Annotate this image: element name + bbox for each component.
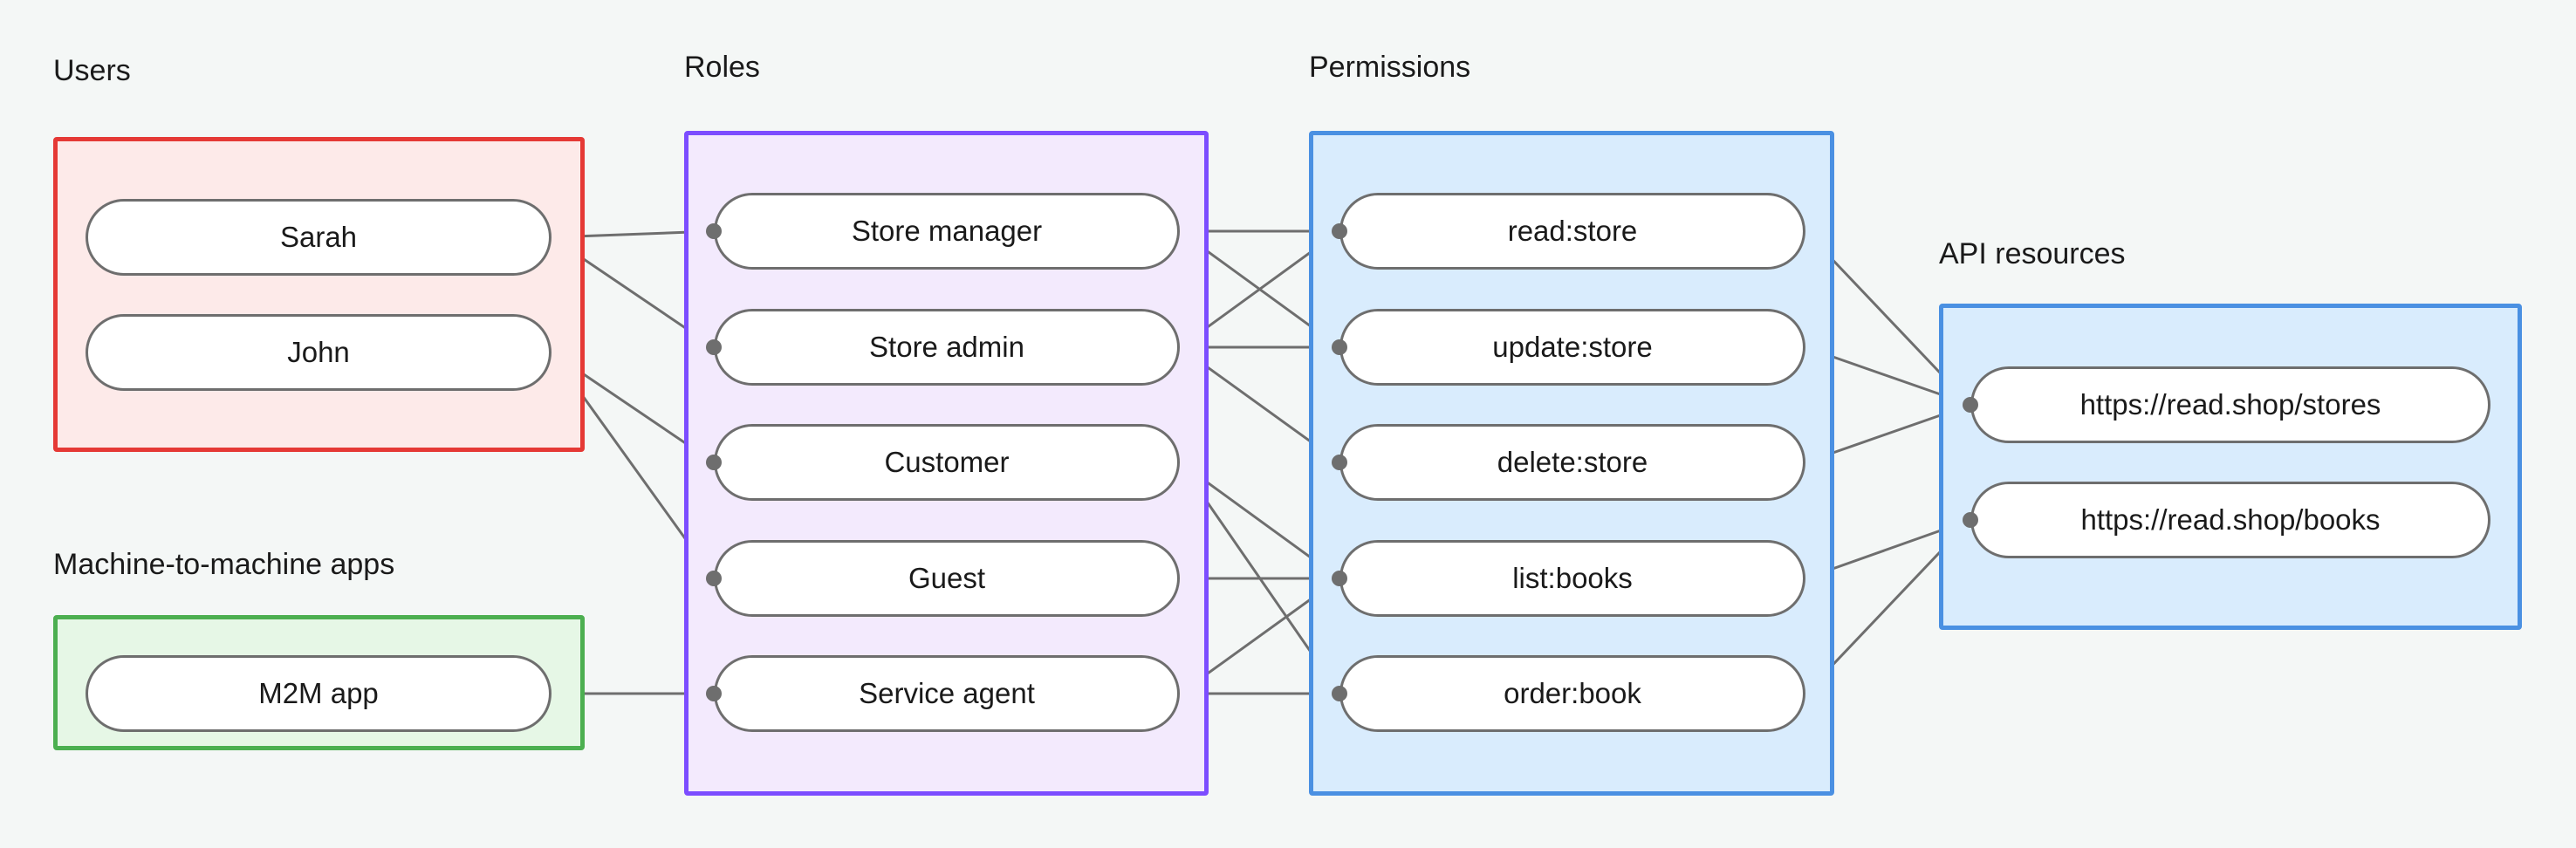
connector-dot-service-agent	[706, 686, 722, 701]
node-order-book[interactable]: order:book	[1339, 655, 1805, 732]
group-container-api-resources	[1939, 304, 2522, 630]
connector-dot-order-book	[1332, 686, 1347, 701]
group-label-api-resources: API resources	[1939, 237, 2126, 270]
connector-dot-res-books	[1963, 512, 1978, 528]
group-label-m2m: Machine-to-machine apps	[53, 548, 395, 581]
node-store-admin[interactable]: Store admin	[714, 309, 1180, 386]
connector-dot-update-store	[1332, 339, 1347, 355]
node-sarah[interactable]: Sarah	[86, 199, 552, 276]
node-service-agent[interactable]: Service agent	[714, 655, 1180, 732]
node-update-store[interactable]: update:store	[1339, 309, 1805, 386]
node-read-store[interactable]: read:store	[1339, 193, 1805, 270]
group-label-roles: Roles	[684, 51, 760, 84]
group-label-users: Users	[53, 54, 131, 87]
connector-dot-read-store	[1332, 223, 1347, 239]
connector-dot-store-manager	[706, 223, 722, 239]
node-store-manager[interactable]: Store manager	[714, 193, 1180, 270]
node-guest[interactable]: Guest	[714, 540, 1180, 617]
node-m2m-app[interactable]: M2M app	[86, 655, 552, 732]
connector-dot-guest	[706, 571, 722, 586]
node-john[interactable]: John	[86, 314, 552, 391]
connector-dot-delete-store	[1332, 455, 1347, 470]
connector-dot-customer	[706, 455, 722, 470]
node-res-books[interactable]: https://read.shop/books	[1970, 482, 2490, 558]
node-list-books[interactable]: list:books	[1339, 540, 1805, 617]
node-res-stores[interactable]: https://read.shop/stores	[1970, 366, 2490, 443]
connector-dot-res-stores	[1963, 397, 1978, 413]
group-container-users	[53, 137, 585, 452]
node-delete-store[interactable]: delete:store	[1339, 424, 1805, 501]
connector-dot-store-admin	[706, 339, 722, 355]
connector-dot-list-books	[1332, 571, 1347, 586]
group-label-permissions: Permissions	[1309, 51, 1471, 84]
node-customer[interactable]: Customer	[714, 424, 1180, 501]
